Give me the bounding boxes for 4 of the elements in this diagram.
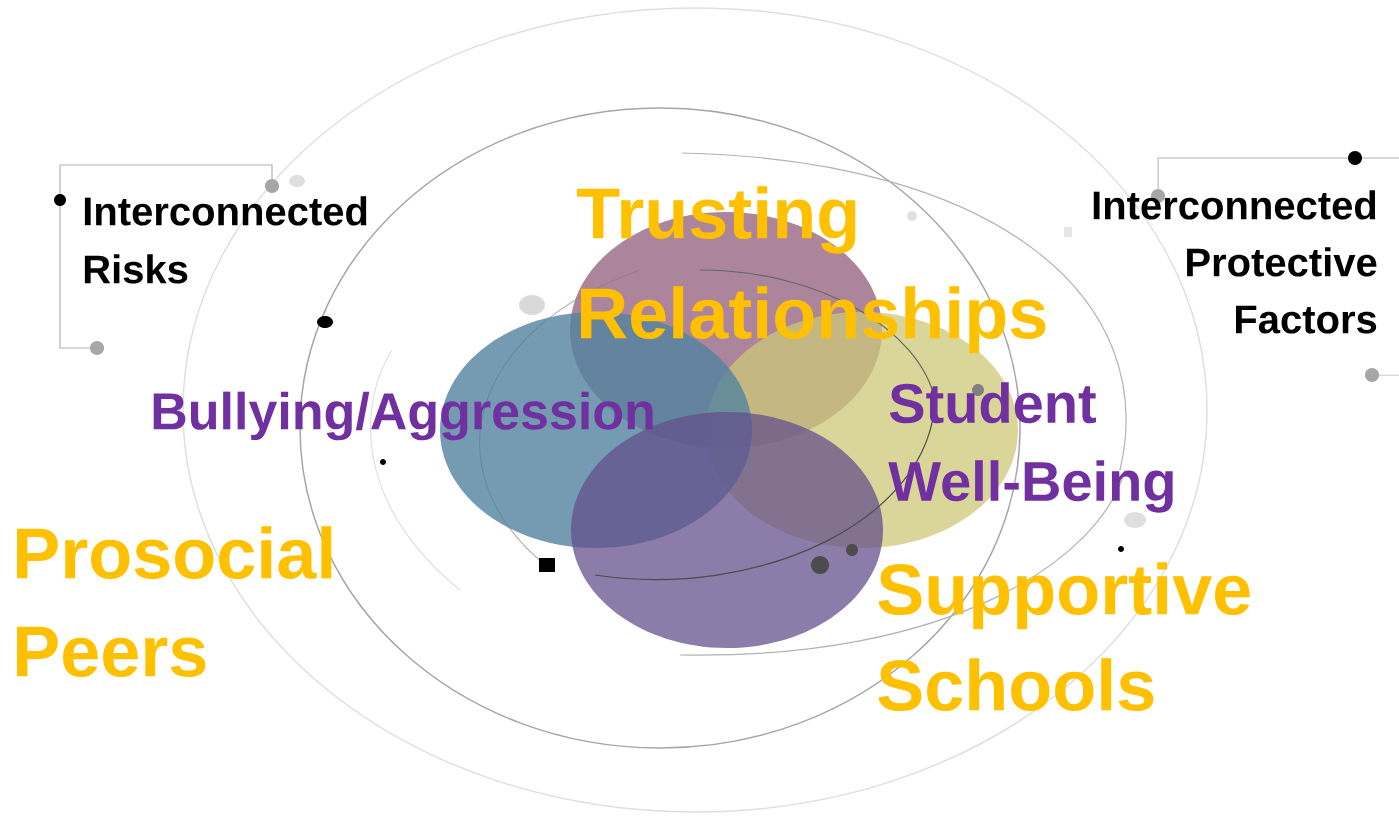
theme-label: Supportive Schools — [878, 562, 1250, 712]
section-heading: Interconnected Protective Factors — [1093, 190, 1377, 334]
section-heading: Interconnected Risks — [84, 196, 367, 284]
theme-label: Prosocial Peers — [17, 526, 332, 678]
